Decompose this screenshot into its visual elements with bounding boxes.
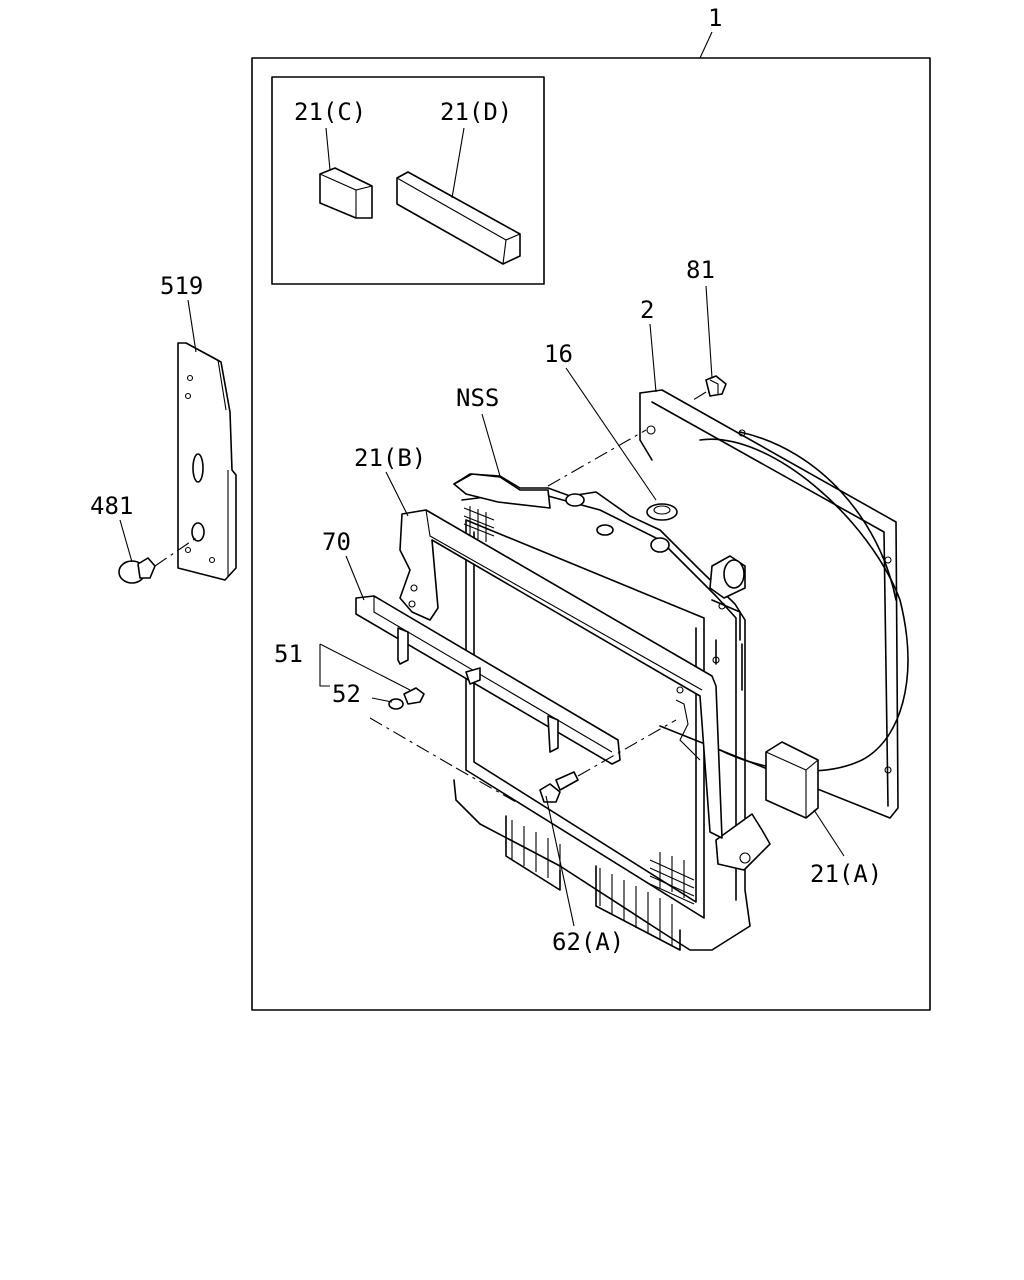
callout-21d: 21(D) [440, 98, 512, 126]
callout-62a: 62(A) [552, 928, 624, 956]
callout-519: 519 [160, 272, 203, 300]
cap-part [646, 503, 678, 521]
callout-21b: 21(B) [354, 444, 426, 472]
callout-481: 481 [90, 492, 133, 520]
washer-bolt-part [388, 687, 425, 710]
seal-c-part [319, 167, 373, 219]
clip-part [118, 537, 197, 584]
callout-81: 81 [686, 256, 715, 284]
seal-b-part [399, 509, 723, 839]
callout-70: 70 [322, 528, 351, 556]
callout-1: 1 [708, 4, 722, 32]
callout-2: 2 [640, 296, 654, 324]
radiator-part [453, 473, 771, 951]
callout-16: 16 [544, 340, 573, 368]
seal-d-part [396, 171, 521, 265]
callout-51: 51 [274, 640, 303, 668]
callout-21c: 21(C) [294, 98, 366, 126]
stay-part [355, 595, 621, 765]
bolt-81-part [705, 375, 727, 397]
callout-21a: 21(A) [810, 860, 882, 888]
callout-nss: NSS [456, 384, 499, 412]
assembly-frame [251, 57, 931, 1011]
callout-52: 52 [332, 680, 361, 708]
bracket-part [177, 342, 237, 581]
bolt-62a-part [539, 771, 579, 803]
inset-box [271, 76, 545, 285]
seal-a-part [765, 741, 819, 819]
